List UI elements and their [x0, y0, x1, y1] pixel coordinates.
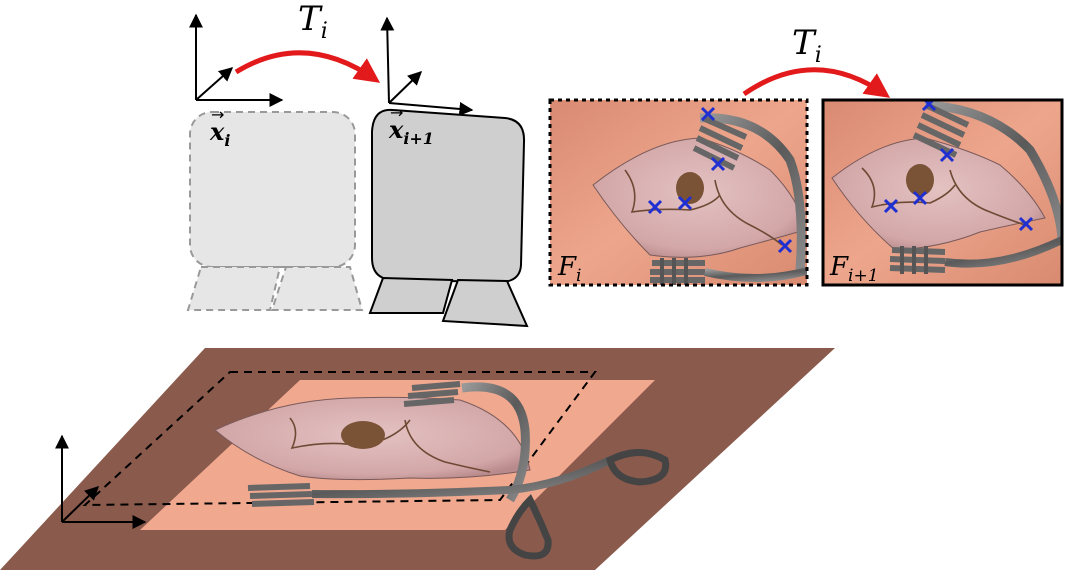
coordinate-axes-icon — [55, 434, 147, 529]
coordinate-axes-icon — [189, 13, 284, 107]
x-cross-icon — [883, 100, 1034, 232]
camera-body-icon — [368, 108, 529, 328]
surgical-forceps-icon — [650, 258, 807, 285]
pose-label-i1: xi+1 — [388, 115, 434, 148]
svg-text:→: → — [211, 105, 224, 124]
transform-arrow — [234, 50, 381, 83]
pose-label-i: xi — [209, 117, 230, 150]
frame-group: Ti — [548, 23, 1064, 287]
image-frame-i: Fi — [548, 98, 809, 287]
transform-arrow — [742, 67, 891, 98]
transform-label-right: Ti — [792, 23, 822, 68]
svg-text:→: → — [390, 103, 403, 122]
projection-frame — [82, 371, 597, 507]
surgical-forceps-icon — [912, 100, 1062, 241]
surgical-forceps-icon — [692, 113, 806, 271]
transform-label-left: Ti — [298, 0, 328, 44]
surgical-forceps-icon — [889, 236, 1062, 274]
coordinate-axes-icon — [380, 16, 474, 116]
frame-label-i1: Fi+1 — [829, 252, 879, 286]
lesion — [341, 421, 385, 449]
scene-plane-group — [0, 348, 835, 570]
camera-body-icon — [186, 111, 364, 311]
x-cross-icon — [647, 106, 793, 254]
frame-label-i: Fi — [557, 252, 581, 286]
surgical-forceps-icon — [247, 381, 670, 560]
camera-pose-group: Ti xi → xi+1 → — [186, 0, 529, 328]
image-frame-i1: Fi+1 — [821, 98, 1064, 287]
